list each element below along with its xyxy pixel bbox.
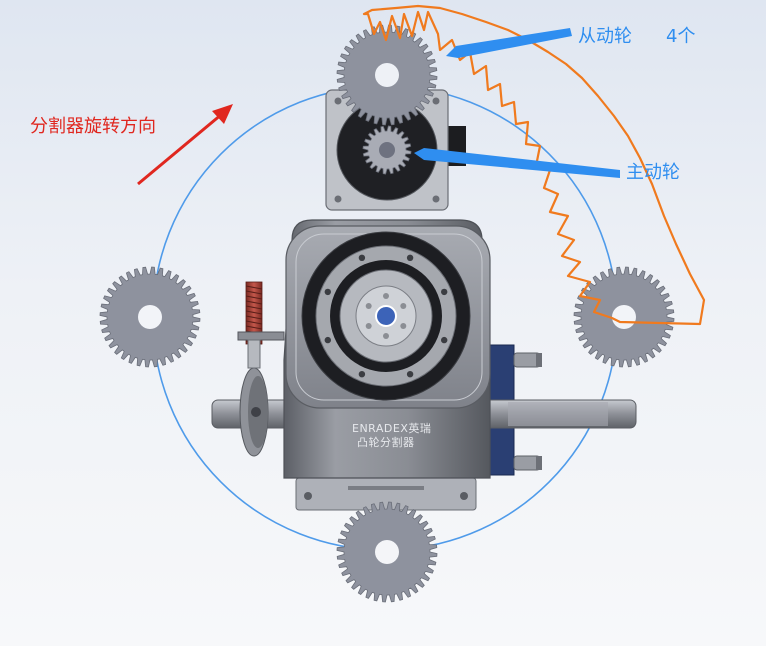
table-bolt [406,371,414,378]
spring-coil [245,320,263,325]
driving-gear [362,125,412,175]
spring-coil [245,285,263,290]
driven-gear-top [336,24,438,126]
center-bolt [383,333,389,339]
driven-wheel-label: 从动轮 [578,26,632,47]
spring-coil [245,300,263,305]
rotation-direction-arrow [137,104,233,186]
driven-wheel-sketch [362,4,706,326]
table-bolt [441,336,448,344]
driving-wheel-label: 主动轮 [626,162,680,183]
spring-coil [245,315,263,320]
table-bolt [358,371,366,378]
bottom-mount-plate [295,477,477,511]
driven-gear-left [99,266,201,368]
rotary-table [301,231,471,401]
driving-wheel-pointer [414,148,620,178]
spring-coil [245,310,263,315]
table-bolt [441,288,448,296]
driven-wheel-count: 4个 [666,26,696,47]
table-bolt [406,254,414,261]
left-sensor-disc [239,367,269,457]
center-bolt [365,303,372,309]
center-bolt [383,293,389,299]
center-bolt [365,323,372,329]
rotation-direction-label: 分割器旋转方向 [30,116,156,137]
center-bolt [400,303,407,309]
housing-product-text: 凸轮分割器 [357,436,415,449]
table-bolt [324,336,331,344]
table-bolt [358,254,366,261]
spring-coil [245,290,263,295]
table-bolt [324,288,331,296]
driven-gear-bottom [336,501,438,603]
spring-coil [245,295,263,300]
center-bolt [400,323,407,329]
housing-brand-text: ENRADEX英瑞 [352,422,432,435]
spring [237,281,285,369]
spring-coil [245,325,263,330]
driven-wheel-pointer [446,28,572,58]
spring-coil [245,305,263,310]
